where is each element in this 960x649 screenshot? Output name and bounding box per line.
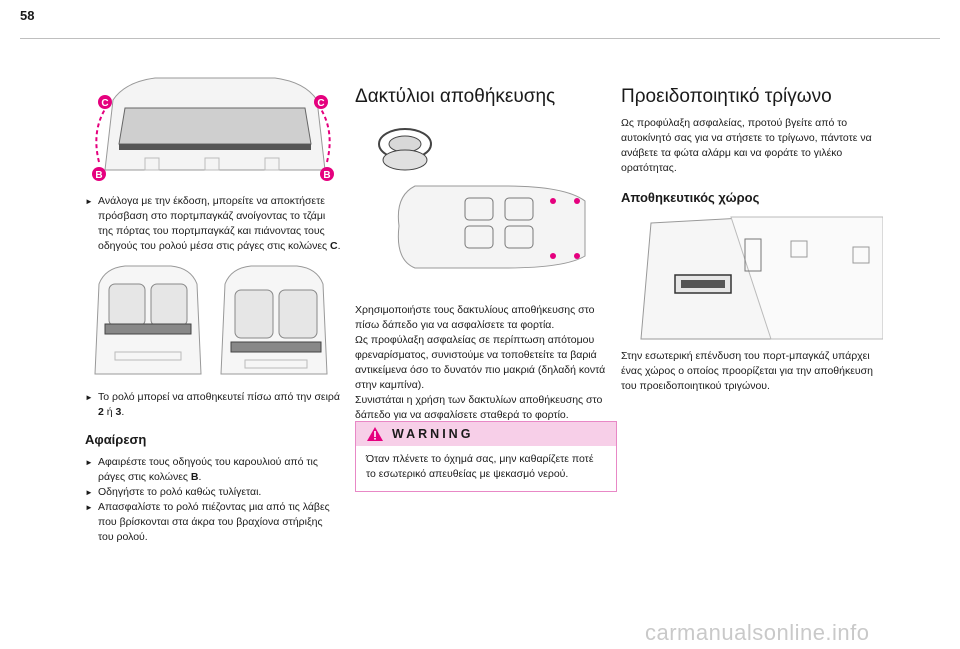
storage-rings-text-1: Χρησιμοποιήστε τους δακτυλίους αποθήκευσ…: [355, 304, 595, 331]
triangle-storage-caption: Στην εσωτερική επένδυση του πορτ-μπαγκάζ…: [621, 350, 873, 392]
instruction-storage-rows: Το ρολό μπορεί να αποθηκευτεί πίσω από τ…: [85, 390, 341, 420]
warning-text: Όταν πλένετε το όχημά σας, μην καθαρίζετ…: [366, 453, 594, 480]
warning-triangle-icon: [367, 427, 383, 441]
warning-header: WARNING: [356, 422, 616, 446]
removal-heading: Αφαίρεση: [85, 432, 147, 447]
label-b-left: B: [95, 170, 102, 181]
figure-triangle-storage: [621, 213, 884, 343]
luggage-cover-positions-illustration: [94, 265, 328, 375]
header-divider: [20, 38, 940, 39]
column-luggage-cover: C C B B Ανάλογα με την έκδοση, μπορείτε …: [85, 70, 341, 545]
triangle-storage-illustration: [640, 216, 884, 340]
figure-storage-rings: [355, 116, 617, 271]
storage-rings-text-2: Ως προφύλαξη ασφαλείας σε περίπτωση απότ…: [355, 334, 606, 391]
figure-luggage-cover-rails: C C B B: [85, 70, 341, 188]
instruction-access-rails: Ανάλογα με την έκδοση, μπορείτε να αποκτ…: [85, 194, 341, 254]
luggage-cover-rails-illustration: C C B B: [92, 77, 334, 181]
column-storage-rings: Δακτύλιοι αποθήκευσης Χρησιμοποιήστε του…: [355, 70, 617, 423]
label-b-right: B: [323, 170, 330, 181]
column-warning-triangle: Προειδοποιητικό τρίγωνο Ως προφύλαξη ασφ…: [621, 70, 884, 394]
page-number: 58: [20, 8, 35, 23]
figure-luggage-cover-positions: [85, 262, 341, 382]
label-c-left: C: [101, 98, 108, 109]
removal-step-3: Απασφαλίστε το ρολό πιέζοντας μια από τι…: [85, 500, 341, 545]
warning-triangle-title: Προειδοποιητικό τρίγωνο: [621, 86, 832, 107]
removal-step-1: Αφαιρέστε τους οδηγούς του καρουλιού από…: [85, 455, 341, 485]
storage-rings-illustration: [378, 128, 586, 269]
warning-title: WARNING: [392, 427, 474, 441]
removal-step-2: Οδηγήστε το ρολό καθώς τυλίγεται.: [85, 485, 341, 500]
storage-rings-text-3: Συνιστάται η χρήση των δακτυλίων αποθήκε…: [355, 394, 603, 421]
watermark: carmanualsonline.info: [645, 620, 870, 645]
warning-box: WARNING Όταν πλένετε το όχημά σας, μην κ…: [355, 421, 617, 492]
label-c-right: C: [317, 98, 324, 109]
storage-rings-title: Δακτύλιοι αποθήκευσης: [355, 86, 556, 107]
storage-space-heading: Αποθηκευτικός χώρος: [621, 190, 760, 205]
warning-triangle-intro: Ως προφύλαξη ασφαλείας, προτού βγείτε απ…: [621, 117, 872, 174]
